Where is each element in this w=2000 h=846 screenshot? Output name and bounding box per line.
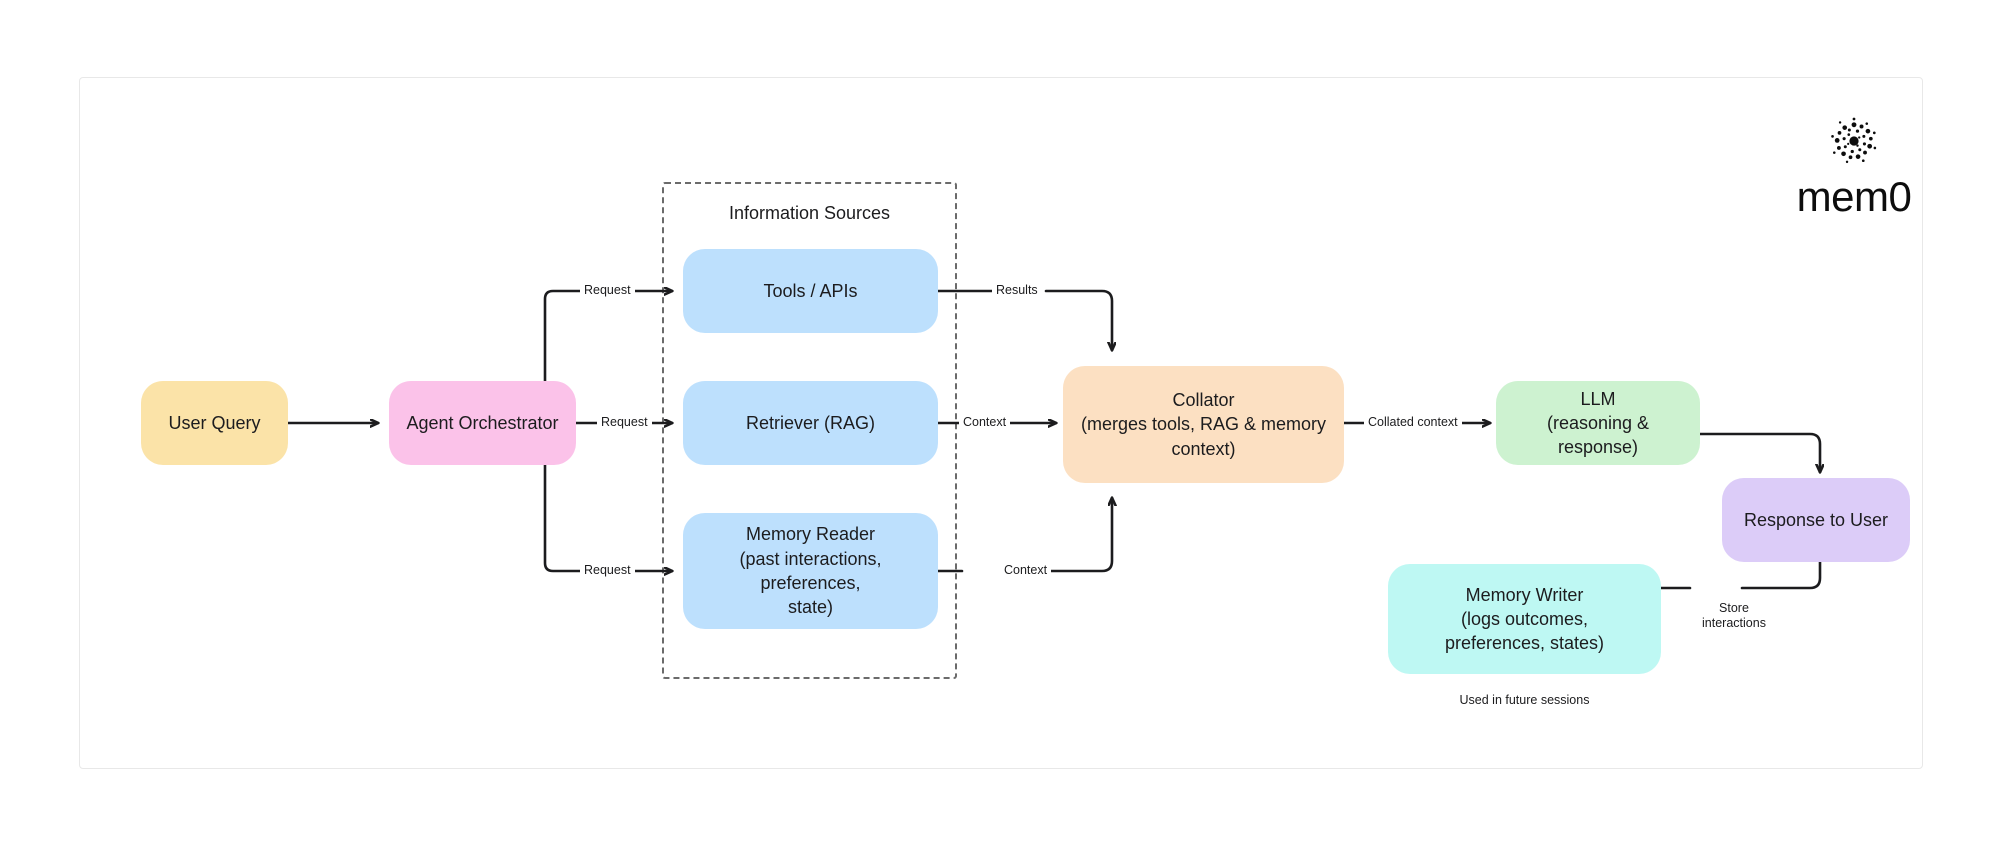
mem0-wordmark: mem0: [1796, 173, 1912, 220]
edge-label-request-tools: Request: [580, 282, 635, 299]
node-llm[interactable]: LLM (reasoning & response): [1496, 381, 1700, 465]
node-llm-label-2: (reasoning & response): [1546, 412, 1650, 458]
node-memory-reader-label-2: (past interactions, preferences,: [739, 548, 882, 593]
node-memory-writer-label-2: (logs outcomes,: [1460, 608, 1589, 629]
information-sources-title: Information Sources: [728, 203, 891, 223]
node-memory-reader-label-1: Memory Reader: [745, 524, 876, 545]
node-memory-reader[interactable]: Memory Reader (past interactions, prefer…: [683, 513, 938, 629]
node-collator-label-3: context): [1171, 438, 1236, 459]
node-collator-label-2: (merges tools, RAG & memory: [1080, 414, 1327, 435]
node-agent-orchestrator[interactable]: Agent Orchestrator: [389, 381, 576, 465]
node-memory-writer-label-3: preferences, states): [1444, 633, 1605, 654]
node-memory-writer[interactable]: Memory Writer (logs outcomes, preference…: [1388, 564, 1661, 674]
node-retriever-rag[interactable]: Retriever (RAG): [683, 381, 938, 465]
node-tools-apis[interactable]: Tools / APIs: [683, 249, 938, 333]
brand-logo: mem0: [1784, 112, 1924, 218]
node-user-query-label: User Query: [168, 412, 261, 433]
node-collator[interactable]: Collator (merges tools, RAG & memory con…: [1063, 366, 1344, 483]
edge-label-collated-context: Collated context: [1364, 414, 1462, 431]
node-retriever-rag-label: Retriever (RAG): [745, 412, 875, 433]
node-response-to-user-label: Response to User: [1743, 509, 1889, 530]
edge-label-results: Results: [992, 282, 1042, 299]
edge-label-context-memory: Context: [1000, 562, 1052, 579]
node-tools-apis-label: Tools / APIs: [763, 280, 858, 301]
node-user-query[interactable]: User Query: [141, 381, 288, 465]
edge-label-context-retriever: Context: [959, 414, 1011, 431]
node-agent-orchestrator-label: Agent Orchestrator: [406, 412, 559, 433]
edge-label-request-memory: Request: [580, 562, 635, 579]
information-sources-group: [662, 182, 957, 679]
caption-used-in-future-sessions: Used in future sessions: [1459, 693, 1590, 707]
edge-label-store-interactions: Store interactions: [1694, 600, 1774, 632]
node-collator-label-1: Collator: [1172, 390, 1235, 411]
node-llm-label-1: LLM: [1580, 388, 1616, 409]
node-memory-reader-label-3: state): [787, 597, 834, 618]
node-response-to-user[interactable]: Response to User: [1722, 478, 1910, 562]
node-memory-writer-label-1: Memory Writer: [1465, 584, 1584, 605]
edge-label-request-retriever: Request: [597, 414, 652, 431]
mem0-burst-icon: [1831, 117, 1877, 164]
